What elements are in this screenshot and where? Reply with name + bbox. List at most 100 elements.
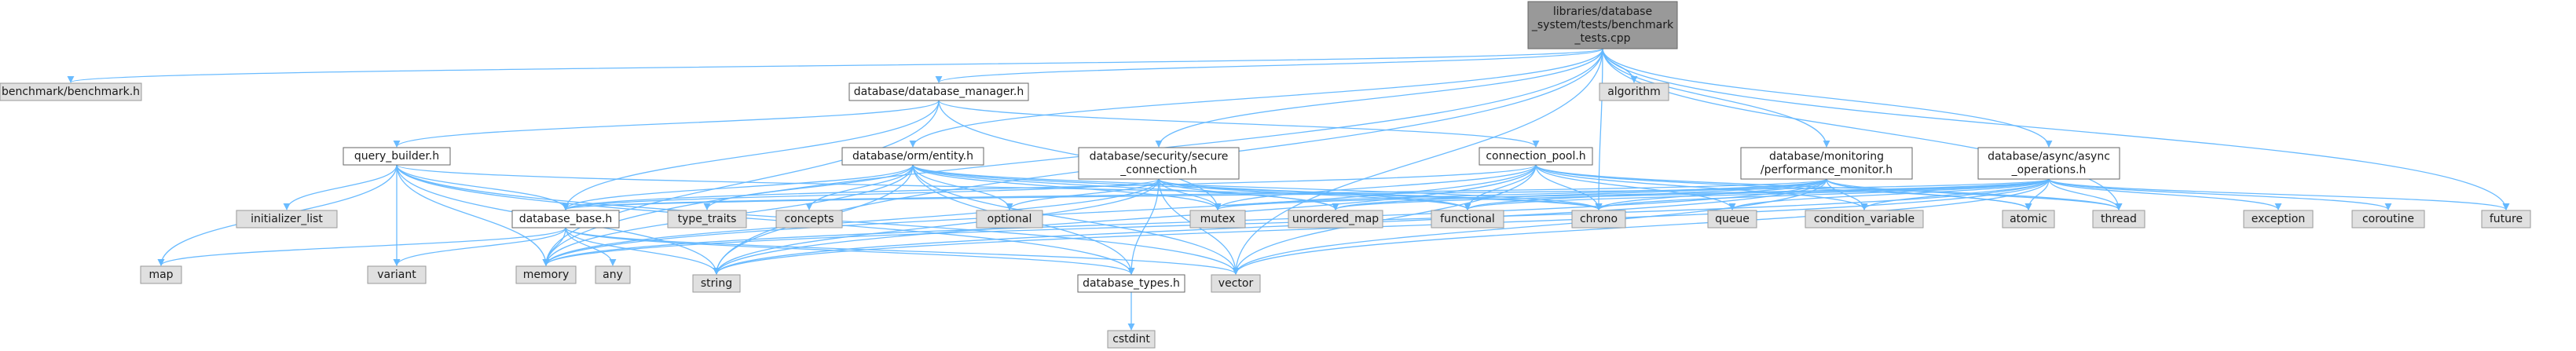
node-label: vector bbox=[1218, 277, 1254, 290]
node-box bbox=[0, 82, 142, 101]
edge-secure_connection_h-to-chrono bbox=[1158, 178, 1603, 210]
node-async-operations-h[interactable]: database/async/async_operations.h bbox=[1977, 147, 2120, 180]
node-optional: optional bbox=[976, 210, 1043, 229]
edge-query_builder_h-to-memory bbox=[396, 164, 550, 266]
node-box bbox=[1211, 274, 1261, 293]
edge-entity_h-to-optional bbox=[912, 164, 1013, 210]
node-label: _connection.h bbox=[1119, 164, 1196, 177]
node-future: future bbox=[2481, 210, 2531, 229]
edge-connection_pool_h-to-queue bbox=[1535, 164, 1736, 210]
node-box bbox=[775, 210, 843, 229]
edge-entity_h-to-vector bbox=[912, 164, 1240, 275]
edge-secure_connection_h-to-database_base_h bbox=[562, 178, 1160, 210]
node-entity-h[interactable]: database/orm/entity.h bbox=[841, 147, 984, 166]
node-box bbox=[1078, 147, 1240, 180]
node-label: queue bbox=[1715, 213, 1750, 225]
node-box bbox=[2243, 210, 2314, 229]
edge-database_manager_h-to-database_base_h bbox=[562, 100, 940, 210]
edge-performance_monitor_h-to-atomic bbox=[1826, 178, 2032, 210]
node-box bbox=[2351, 210, 2425, 229]
node-variant: variant bbox=[367, 265, 427, 284]
edge-database_base_h-to-variant bbox=[393, 227, 566, 266]
edge-root-to-future bbox=[1602, 48, 2510, 210]
node-label: _tests.cpp bbox=[1574, 32, 1630, 45]
node-unordered-map: unordered_map bbox=[1288, 210, 1383, 229]
edge-entity_h-to-database_base_h bbox=[562, 164, 914, 210]
edge-async_operations_h-to-thread bbox=[2048, 178, 2123, 210]
node-label: database/database_manager.h bbox=[854, 86, 1024, 98]
node-benchmark-h: benchmark/benchmark.h bbox=[0, 82, 142, 101]
node-box bbox=[667, 210, 747, 229]
edge-database_base_h-to-database_types_h bbox=[565, 227, 1135, 275]
node-label: type_traits bbox=[678, 213, 737, 225]
edge-performance_monitor_h-to-database_base_h bbox=[562, 178, 1827, 210]
node-label: benchmark/benchmark.h bbox=[2, 86, 140, 98]
node-label: unordered_map bbox=[1292, 213, 1379, 225]
node-box bbox=[1431, 210, 1504, 229]
edge-async_operations_h-to-queue bbox=[1728, 178, 2050, 210]
node-label: connection_pool.h bbox=[1486, 150, 1585, 163]
edge-database_base_h-to-vector bbox=[565, 227, 1240, 275]
node-label: map bbox=[148, 269, 173, 281]
edge-performance_monitor_h-to-vector bbox=[1232, 178, 1827, 275]
node-box bbox=[595, 265, 631, 284]
node-box bbox=[1527, 1, 1678, 49]
node-root[interactable]: libraries/database_system/tests/benchmar… bbox=[1527, 1, 1678, 49]
node-label: chrono bbox=[1580, 213, 1618, 225]
node-query-builder-h[interactable]: query_builder.h bbox=[343, 147, 451, 166]
node-label: mutex bbox=[1200, 213, 1236, 225]
node-label: condition_variable bbox=[1814, 213, 1915, 225]
node-box bbox=[367, 265, 427, 284]
node-initializer-list: initializer_list bbox=[236, 210, 338, 229]
node-box bbox=[692, 274, 741, 293]
node-box bbox=[2002, 210, 2055, 229]
node-thread: thread bbox=[2092, 210, 2145, 229]
node-label: database/security/secure bbox=[1090, 151, 1229, 163]
node-secure-connection-h[interactable]: database/security/secure_connection.h bbox=[1078, 147, 1240, 180]
edge-query_builder_h-to-chrono bbox=[396, 164, 1603, 210]
node-cstdint: cstdint bbox=[1107, 330, 1156, 349]
node-label: database/orm/entity.h bbox=[852, 150, 973, 163]
node-any: any bbox=[595, 265, 631, 284]
node-label: optional bbox=[988, 213, 1032, 225]
node-label: /performance_monitor.h bbox=[1761, 164, 1893, 177]
edge-connection_pool_h-to-database_base_h bbox=[562, 164, 1537, 210]
edge-root-to-async_operations_h bbox=[1602, 48, 2053, 148]
edge-performance_monitor_h-to-mutex bbox=[1214, 178, 1827, 210]
edge-async_operations_h-to-coroutine bbox=[2048, 178, 2392, 210]
node-chrono: chrono bbox=[1571, 210, 1626, 229]
edge-root-to-chrono bbox=[1595, 48, 1603, 210]
node-database-types-h[interactable]: database_types.h bbox=[1077, 274, 1185, 293]
node-label: _system/tests/benchmark bbox=[1531, 19, 1674, 31]
node-box bbox=[511, 210, 620, 229]
node-box bbox=[1479, 147, 1593, 166]
edge-database_manager_h-to-connection_pool_h bbox=[938, 100, 1540, 148]
edge-connection_pool_h-to-chrono bbox=[1535, 164, 1603, 210]
node-box bbox=[1805, 210, 1924, 229]
edge-async_operations_h-to-unordered_map bbox=[1332, 178, 2050, 210]
node-label: concepts bbox=[784, 213, 834, 225]
edge-entity_h-to-concepts bbox=[805, 164, 914, 210]
edges-layer bbox=[68, 48, 2510, 331]
node-performance-monitor-h[interactable]: database/monitoring/performance_monitor.… bbox=[1740, 147, 1913, 180]
node-box bbox=[1107, 330, 1156, 349]
edge-root-to-database_manager_h bbox=[935, 48, 1603, 83]
edge-query_builder_h-to-database_types_h bbox=[396, 164, 1135, 275]
node-label: libraries/database bbox=[1553, 5, 1652, 18]
node-functional: functional bbox=[1431, 210, 1504, 229]
node-vector: vector bbox=[1211, 274, 1261, 293]
node-database-base-h[interactable]: database_base.h bbox=[511, 210, 620, 229]
edge-connection_pool_h-to-string bbox=[713, 164, 1537, 275]
node-label: future bbox=[2490, 213, 2523, 225]
node-connection-pool-h[interactable]: connection_pool.h bbox=[1479, 147, 1593, 166]
edge-connection_pool_h-to-thread bbox=[1535, 164, 2123, 210]
edge-async_operations_h-to-database_base_h bbox=[562, 178, 2050, 210]
nodes-layer: libraries/database_system/tests/benchmar… bbox=[0, 1, 2531, 349]
node-database-manager-h[interactable]: database/database_manager.h bbox=[848, 82, 1029, 101]
edge-connection_pool_h-to-functional bbox=[1464, 164, 1537, 210]
edge-database_base_h-to-string bbox=[565, 227, 720, 275]
node-label: variant bbox=[377, 269, 416, 281]
edge-database_base_h-to-memory bbox=[542, 227, 566, 266]
node-label: database_types.h bbox=[1083, 277, 1180, 290]
